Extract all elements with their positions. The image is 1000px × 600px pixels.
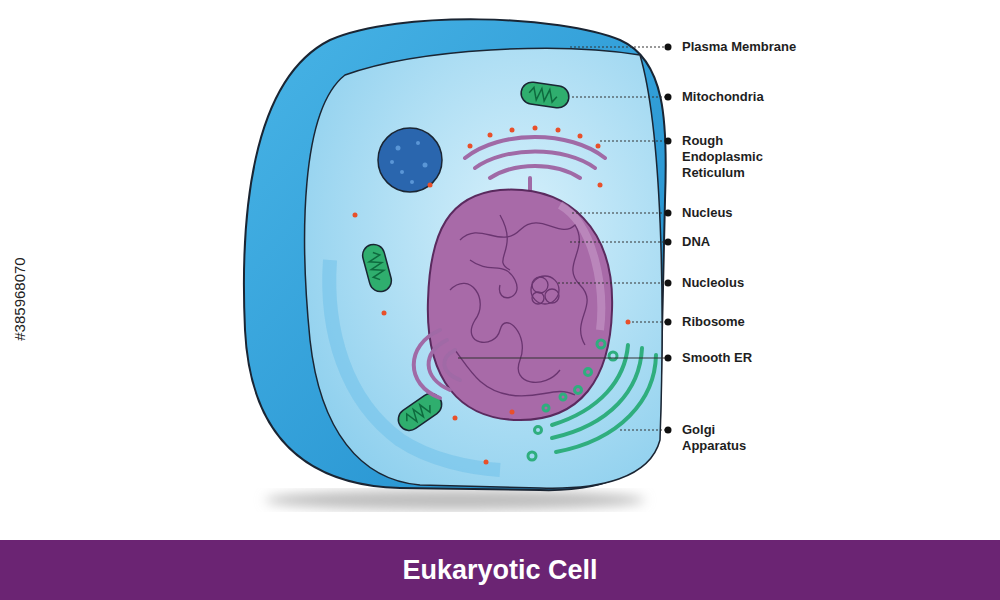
part-label: Plasma Membrane — [682, 39, 882, 55]
part-label: Rough Endoplasmic Reticulum — [682, 133, 772, 181]
rough-er — [465, 137, 605, 192]
free-ribosomes — [353, 183, 631, 465]
part-label: DNA — [682, 234, 882, 250]
nucleolus-loops — [531, 276, 559, 304]
part-label: Ribosome — [682, 314, 882, 330]
stock-number: #385968070 — [11, 239, 29, 359]
part-label: Smooth ER — [682, 350, 882, 366]
cell-shadow — [265, 490, 645, 510]
part-label: Nucleolus — [682, 275, 882, 291]
dna-strands — [450, 215, 587, 396]
part-label: Golgi Apparatus — [682, 422, 754, 454]
leader-line-solid — [458, 358, 665, 359]
leader-lines — [558, 47, 665, 430]
nucleus-shape — [428, 190, 612, 420]
smooth-er — [414, 330, 460, 398]
part-label: Mitochondria — [682, 89, 882, 105]
rough-er-ribosomes — [468, 126, 601, 149]
nucleus-highlight — [560, 205, 601, 330]
vesicle — [378, 128, 442, 192]
vesicle-dots — [390, 141, 428, 184]
golgi-stack — [552, 345, 656, 452]
leader-dots — [665, 44, 672, 434]
cell-inner — [305, 48, 662, 488]
cell-outer — [244, 19, 666, 490]
part-label: Nucleus — [682, 205, 882, 221]
diagram-title: Eukaryotic Cell — [0, 540, 1000, 600]
